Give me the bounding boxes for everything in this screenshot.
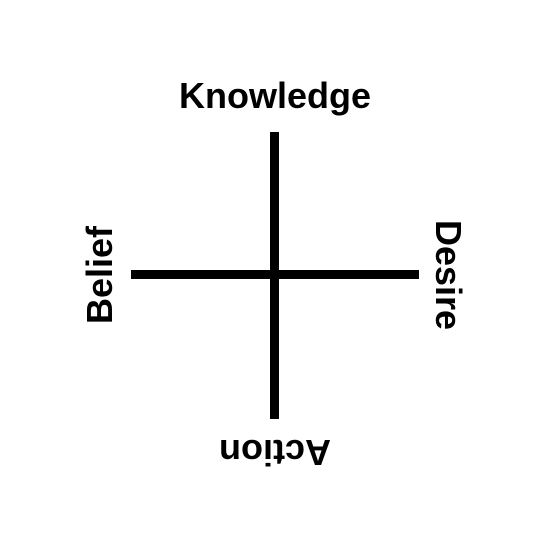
right-label: Desire: [428, 219, 469, 331]
left-label: Belief: [79, 225, 120, 325]
horizontal-axis-line: [131, 270, 419, 279]
top-label: Knowledge: [178, 75, 371, 116]
bottom-label: Action: [219, 432, 331, 473]
